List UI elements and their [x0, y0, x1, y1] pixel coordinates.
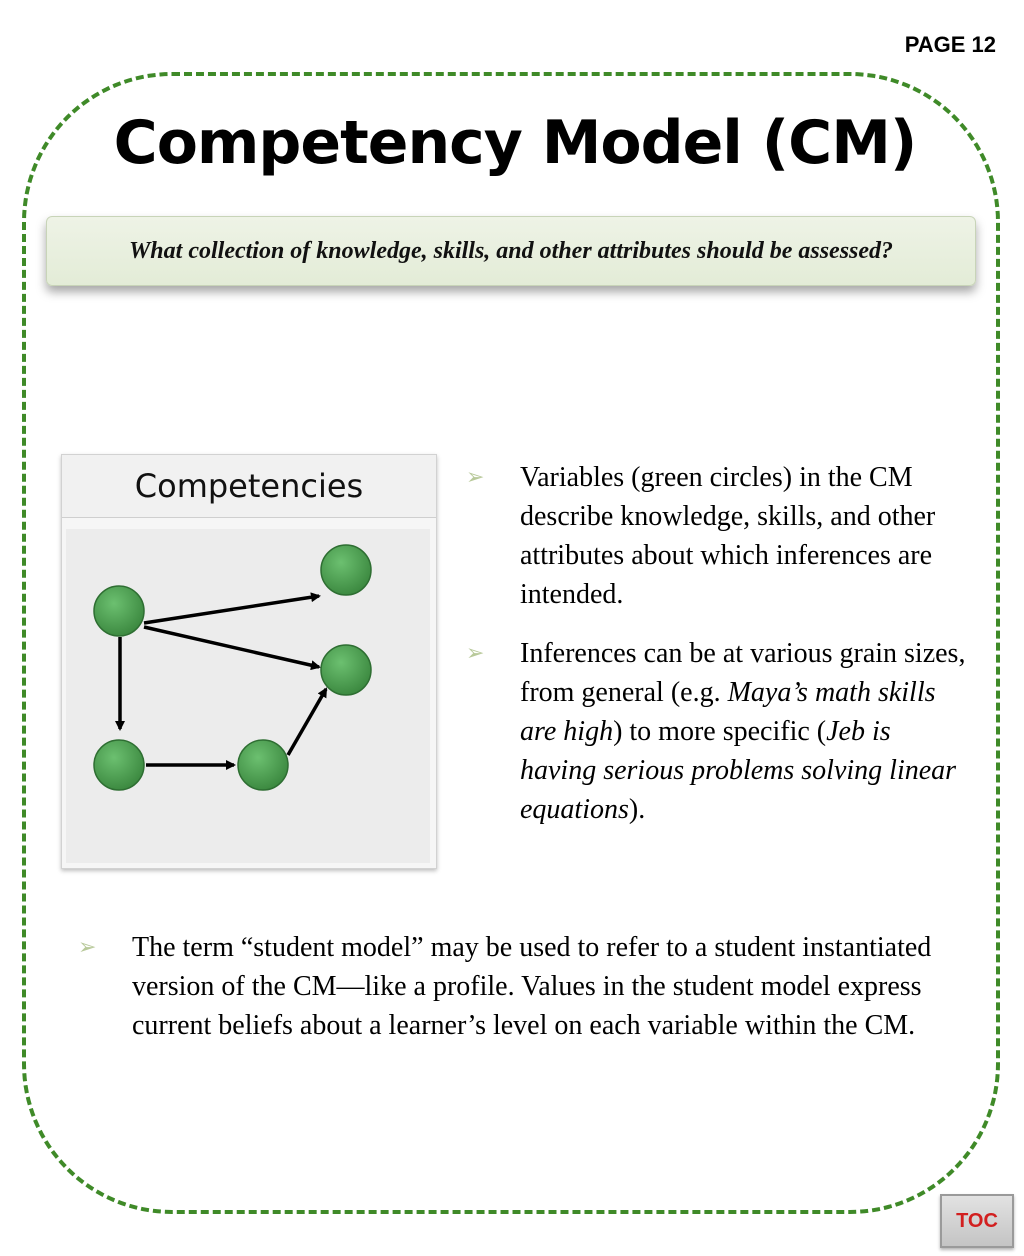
bullet-arrow-icon: ➢ [466, 465, 485, 490]
question-text: What collection of knowledge, skills, an… [128, 237, 894, 264]
competencies-figure: Competencies [61, 454, 437, 869]
figure-panel [66, 529, 430, 863]
question-banner: What collection of knowledge, skills, an… [46, 216, 976, 286]
edge-e-c [286, 687, 328, 756]
bullet-item: ➢ Inferences can be at various grain size… [466, 634, 966, 829]
figure-header: Competencies [62, 455, 436, 518]
bullet-text: Maya’s math skills are high [520, 677, 936, 747]
toc-button[interactable]: TOC [940, 1194, 1014, 1248]
bullet-text: Jeb is having serious problems solving l… [520, 716, 957, 825]
figure-header-label: Competencies [134, 467, 364, 505]
bullet-item: ➢ Variables (green circles) in the CM des… [466, 458, 966, 614]
page-number: PAGE 12 [904, 32, 996, 57]
bullet-text: Inferences can be at various grain sizes… [520, 638, 966, 708]
bullet-text: Variables (green circles) in the CM desc… [520, 462, 936, 610]
node-a [93, 585, 145, 637]
edge-a-c [143, 625, 321, 671]
edge-a-b [143, 592, 321, 625]
bottom-bullet-list: ➢ The term “student model” may be used to… [78, 928, 968, 1045]
competency-diagram [93, 544, 372, 791]
bullet-text: ) to more specific ( [613, 716, 827, 747]
dashed-frame [22, 72, 1000, 1214]
node-b [320, 544, 372, 596]
bullet-arrow-icon: ➢ [466, 641, 485, 666]
node-d [93, 739, 145, 791]
page-title: Competency Model (CM) [113, 108, 918, 178]
right-bullet-list: ➢ Variables (green circles) in the CM des… [466, 458, 966, 829]
node-c [320, 644, 372, 696]
node-e [237, 739, 289, 791]
bullet-arrow-icon: ➢ [78, 935, 97, 960]
bullet-item: ➢ The term “student model” may be used to… [78, 928, 968, 1045]
bullet-text: ). [628, 794, 646, 825]
bullet-text: The term “student model” may be used to … [132, 932, 932, 1041]
